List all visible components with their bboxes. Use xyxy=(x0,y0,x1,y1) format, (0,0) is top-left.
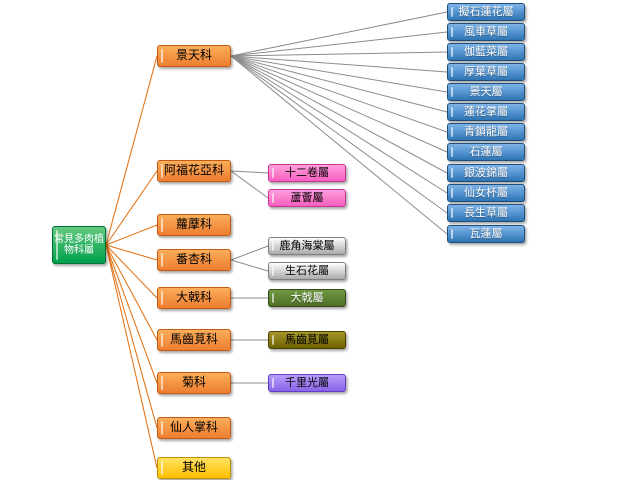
node-cactaceae[interactable]: 仙人掌科 xyxy=(157,417,231,439)
family-label: 大戟科 xyxy=(175,290,212,305)
family-label: 景天科 xyxy=(175,48,212,63)
genus-node[interactable]: 馬齒莧屬 xyxy=(268,331,346,349)
genus-label: 伽藍菜屬 xyxy=(464,44,508,58)
genus-label: 蓮花掌屬 xyxy=(464,104,508,118)
genus-node[interactable]: 厚葉草屬 xyxy=(447,63,525,81)
node-portulacaceae[interactable]: 馬齒莧科 xyxy=(157,329,231,351)
genus-node[interactable]: 銀波錦屬 xyxy=(447,164,525,182)
node-euphorbiaceae[interactable]: 大戟科 xyxy=(157,287,231,309)
genus-node[interactable]: 石蓮屬 xyxy=(447,143,525,161)
genus-node[interactable]: 大戟屬 xyxy=(268,289,346,307)
genus-label: 厚葉草屬 xyxy=(464,64,508,78)
genus-node[interactable]: 伽藍菜屬 xyxy=(447,43,525,61)
genus-label: 風車草屬 xyxy=(464,24,508,38)
genus-label: 銀波錦屬 xyxy=(464,165,508,179)
genus-node[interactable]: 十二卷屬 xyxy=(268,164,346,182)
genus-node[interactable]: 鹿角海棠屬 xyxy=(268,237,346,255)
genus-node[interactable]: 風車草屬 xyxy=(447,23,525,41)
genus-label: 生石花屬 xyxy=(285,263,329,277)
family-label: 馬齒莧科 xyxy=(169,332,218,347)
node-asclepiadaceae[interactable]: 蘿藦科 xyxy=(157,214,231,236)
genus-label: 十二卷屬 xyxy=(285,165,329,179)
genus-label: 瓦蓮屬 xyxy=(469,226,503,240)
genus-node[interactable]: 生石花屬 xyxy=(268,262,346,280)
genus-node[interactable]: 蘆薈屬 xyxy=(268,189,346,207)
genus-node[interactable]: 千里光屬 xyxy=(268,374,346,392)
genus-label: 景天屬 xyxy=(469,84,503,98)
genus-label: 擬石蓮花屬 xyxy=(458,4,514,18)
genus-label: 長生草屬 xyxy=(464,205,508,219)
root-label: 常見多肉植物科屬 xyxy=(54,234,104,256)
genus-label: 大戟屬 xyxy=(290,290,324,304)
node-asteraceae[interactable]: 菊科 xyxy=(157,372,231,394)
node-crassulaceae[interactable]: 景天科 xyxy=(157,45,231,67)
genus-label: 蘆薈屬 xyxy=(290,190,324,204)
family-label: 其他 xyxy=(181,460,206,475)
genus-label: 仙女杯屬 xyxy=(464,185,508,199)
node-asphodeloideae[interactable]: 阿福花亞科 xyxy=(157,160,231,182)
genus-label: 石蓮屬 xyxy=(469,144,503,158)
genus-label: 鹿角海棠屬 xyxy=(279,238,335,252)
genus-node[interactable]: 青鎖龍屬 xyxy=(447,123,525,141)
family-label: 阿福花亞科 xyxy=(163,163,224,178)
family-label: 蘿藦科 xyxy=(175,217,212,232)
genus-node[interactable]: 擬石蓮花屬 xyxy=(447,3,525,21)
node-aizoaceae[interactable]: 番杏科 xyxy=(157,249,231,271)
family-label: 仙人掌科 xyxy=(169,420,218,435)
genus-label: 青鎖龍屬 xyxy=(464,124,508,138)
family-label: 菊科 xyxy=(181,375,206,390)
root-node[interactable]: 常見多肉植物科屬 xyxy=(52,226,106,264)
genus-node[interactable]: 瓦蓮屬 xyxy=(447,225,525,243)
genus-node[interactable]: 蓮花掌屬 xyxy=(447,103,525,121)
family-label: 番杏科 xyxy=(175,252,212,267)
node-other[interactable]: 其他 xyxy=(157,457,231,479)
genus-node[interactable]: 仙女杯屬 xyxy=(447,184,525,202)
genus-label: 馬齒莧屬 xyxy=(285,332,329,346)
genus-node[interactable]: 景天屬 xyxy=(447,83,525,101)
genus-node[interactable]: 長生草屬 xyxy=(447,204,525,222)
genus-label: 千里光屬 xyxy=(285,375,329,389)
